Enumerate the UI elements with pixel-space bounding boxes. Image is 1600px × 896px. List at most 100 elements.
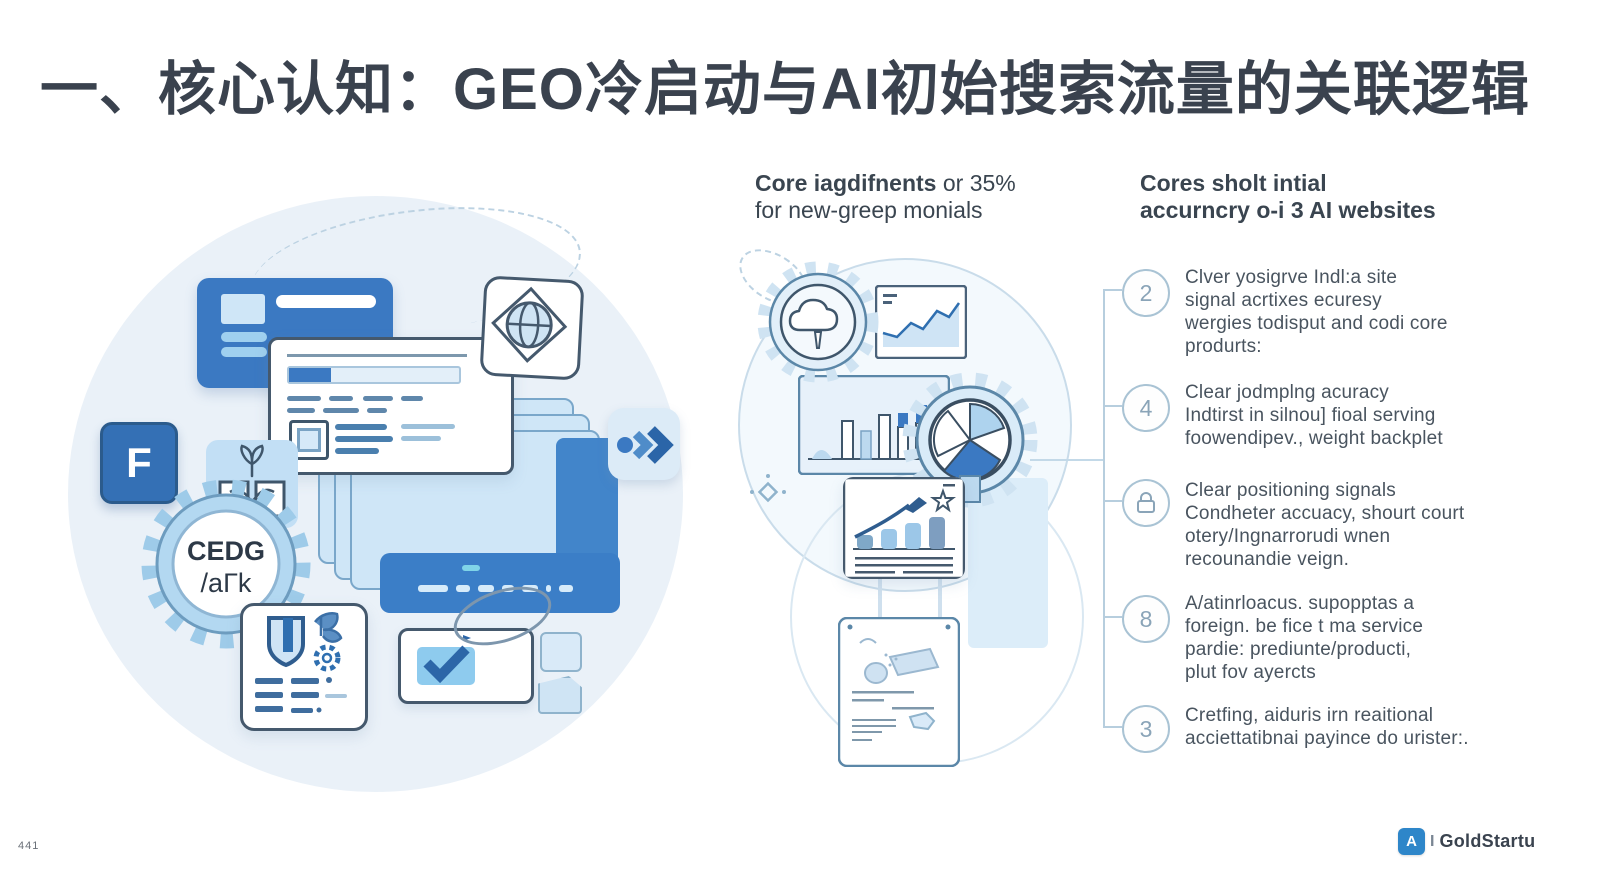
badge-number: 2 (1139, 279, 1153, 306)
panel-dash-cyan (462, 565, 480, 571)
header-right-line2: accurncry o-i 3 AI websites (1140, 197, 1436, 223)
growth-chart-card (843, 477, 965, 579)
item-line: acciettatibnai payince do urister:. (1185, 728, 1469, 749)
item-line: recounandie veign. (1185, 549, 1350, 570)
fast-forward-icon (617, 426, 674, 464)
text-dash (323, 408, 359, 413)
gear-label-line2: /aΓk (201, 568, 252, 598)
brand-name: GoldStartu (1439, 831, 1536, 851)
text-line (335, 448, 379, 454)
window-line (221, 347, 267, 357)
text-dash (287, 408, 315, 413)
header-left-rest: or 35% (936, 170, 1016, 196)
document-card (838, 617, 960, 767)
list-badge-3 (1122, 479, 1170, 527)
text-dash (287, 396, 321, 401)
header-right-line1: Cores sholt intial (1140, 170, 1327, 196)
connector-stub (1103, 616, 1122, 618)
page-number: 441 (18, 840, 40, 852)
text-dash (363, 396, 393, 401)
middle-illustration (700, 150, 1120, 810)
text-dash (329, 396, 353, 401)
connector-stub (1103, 289, 1122, 291)
item-line: Condheter accuacy, shourt court (1185, 503, 1465, 524)
progress-fill (289, 368, 331, 382)
item-line: Clear positioning signals (1185, 480, 1396, 501)
connector-stub (1103, 405, 1122, 407)
badge-number: 4 (1139, 394, 1153, 421)
shield-card (240, 603, 368, 731)
f-badge: F (100, 422, 178, 504)
list-badge-4: 8 (1122, 595, 1170, 643)
browser-card-white (268, 337, 514, 475)
text-line (335, 424, 387, 430)
item-line: Indtirst in silnou] fioal serving (1185, 405, 1436, 426)
gear-label-line1: CEDG (187, 536, 265, 566)
badge-number: 8 (1139, 605, 1153, 632)
line-chart-card (875, 285, 967, 359)
list-item-4: A/atinrloacus. supopptas a foreign. be f… (1185, 592, 1525, 684)
globe-icon (491, 286, 568, 363)
header-left-line2: for new-greep monials (755, 197, 983, 223)
panel-dash (522, 585, 538, 592)
window-thumbnail (221, 294, 265, 324)
blue-panel (380, 553, 620, 613)
item-line: signal acrtixes ecuresy (1185, 290, 1382, 311)
text-dash (401, 396, 423, 401)
text-dash (367, 408, 387, 413)
panel-dash (546, 585, 551, 592)
forward-arrow-badge (608, 408, 680, 480)
item-line: plut fov ayercts (1185, 662, 1316, 683)
list-badge-1: 2 (1122, 269, 1170, 317)
panel-dash (502, 585, 514, 592)
gear-pie (902, 372, 1038, 508)
list-item-1: Clver yosigrve Indl:a site signal acrtix… (1185, 266, 1525, 358)
panel-dash (559, 585, 573, 592)
shield-leaf-gear-icon (255, 612, 347, 713)
lock-icon (1137, 492, 1155, 513)
item-line: wergies todisput and codi core (1185, 313, 1448, 334)
connector-stub (1103, 500, 1122, 502)
item-line: foowendipev., weight backplet (1185, 428, 1443, 449)
list-badge-2: 4 (1122, 384, 1170, 432)
panel-dash (478, 585, 494, 592)
badge-number: 3 (1139, 715, 1153, 742)
connector-from-illustration (1030, 459, 1103, 461)
header-left-bold: Core iagdifnents (755, 170, 937, 196)
item-line: foreign. be fice t ma service (1185, 616, 1424, 637)
check-mail-icon (417, 635, 475, 685)
brand-logo: A I GoldStartu (1398, 828, 1535, 855)
item-line: A/atinrloacus. supopptas a (1185, 593, 1415, 614)
list-item-3: Clear positioning signals Condheter accu… (1185, 479, 1525, 571)
item-line: Clear jodmplng acuracy (1185, 382, 1389, 403)
sparkle-icon (750, 474, 786, 503)
list-item-2: Clear jodmplng acuracy Indtirst in silno… (1185, 381, 1525, 450)
column-header-right: Cores sholt intial accurncry o-i 3 AI we… (1140, 170, 1500, 224)
left-illustration: F CEDG /aΓk (0, 150, 700, 800)
checkbox-inner (297, 428, 321, 452)
brand-logo-icon: A (1398, 828, 1425, 855)
item-line: otery/Ingnarrorudi wnen (1185, 526, 1391, 547)
panel-dash (418, 585, 448, 592)
check-card (398, 628, 534, 704)
connector-stub (1103, 726, 1122, 728)
item-line: pardie: prediunte/producti, (1185, 639, 1412, 660)
column-header-left: Core iagdifnents or 35% for new-greep mo… (755, 170, 1055, 224)
gear-cloud (757, 261, 879, 383)
globe-badge (479, 275, 585, 381)
window-titlebar (276, 295, 376, 308)
brand-mark-letter: A (1406, 833, 1417, 850)
f-badge-letter: F (126, 439, 152, 486)
text-line-light (401, 424, 455, 429)
brand-prefix: I (1430, 832, 1435, 850)
window-line (221, 332, 267, 342)
card-topline (287, 354, 467, 357)
small-square (540, 632, 582, 672)
gear-cedg: CEDG /aΓk (141, 479, 311, 649)
text-line (335, 436, 393, 442)
item-line: Clver yosigrve Indl:a site (1185, 267, 1398, 288)
item-line: produrts: (1185, 336, 1262, 357)
panel-dash (456, 585, 470, 592)
connector-spine (1103, 290, 1105, 727)
